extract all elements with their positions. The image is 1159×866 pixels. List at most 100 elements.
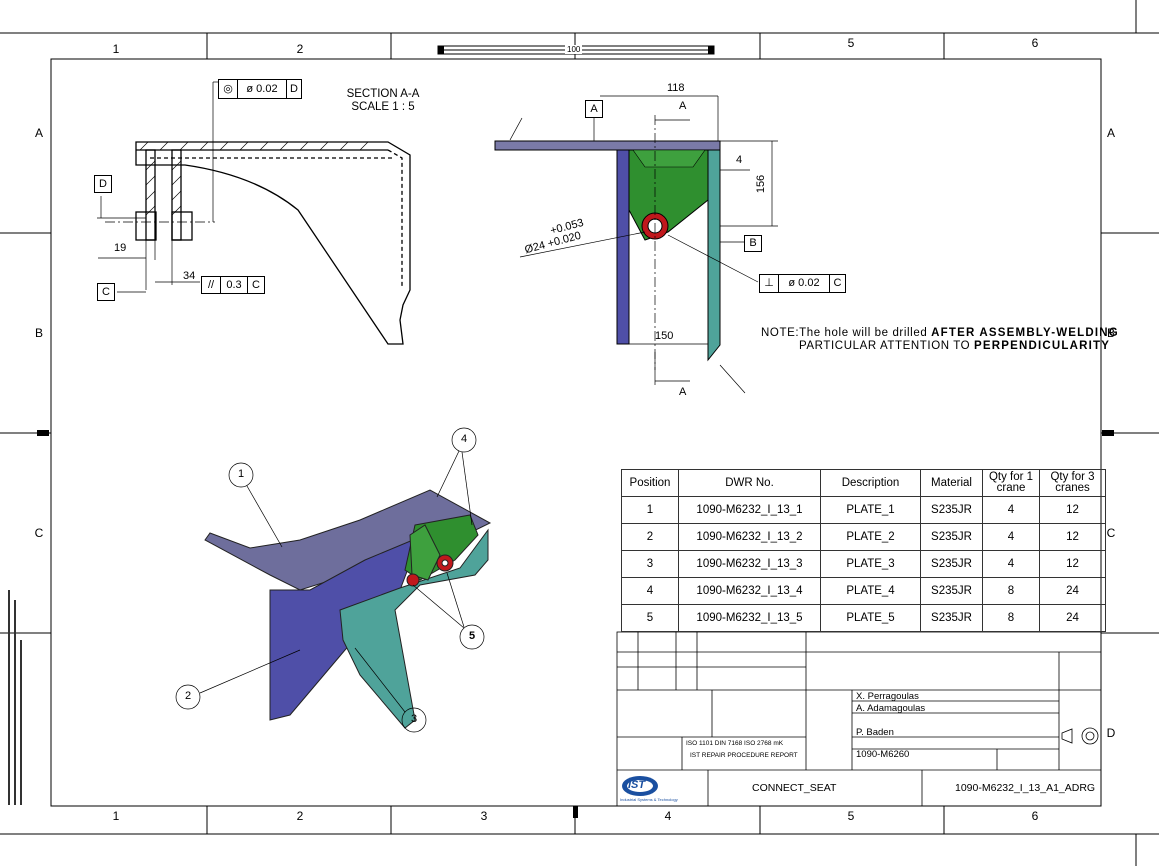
zone-bottom-3: 3 [480,809,488,823]
logo-shape [622,776,658,796]
isometric-view [204,489,492,729]
bom-header-qty1: Qty for 1 crane [982,469,1040,497]
perpendicularity-tolerance: ø 0.02 [779,275,830,292]
drawing-number: 1090-M6232_I_13_A1_ADRG [955,782,1096,794]
bom-header-qty3: Qty for 3 cranes [1039,469,1106,497]
bom-cell: 1090-M6232_I_13_4 [678,577,821,605]
datum-d-box: D [94,175,112,193]
bom-cell: 1090-M6232_I_13_5 [678,604,821,632]
zone-left-c: C [34,526,44,540]
bill-of-materials: Position DWR No. Description Material Qt… [621,469,1106,632]
zone-top-6: 6 [1031,36,1039,50]
section-hatching [139,141,369,216]
bom-cell: S235JR [920,523,983,551]
zone-left-b: B [34,326,43,340]
parallelism-frame: // 0.3 C [201,276,265,294]
dim-4: 4 [736,154,743,166]
bom-header-description: Description [820,469,921,497]
bom-cell: S235JR [920,604,983,632]
datum-c-box: C [97,283,115,301]
zone-bottom-2: 2 [296,809,304,823]
balloon-1: 1 [237,468,245,480]
checked-by: A. Adamagoulas [856,703,926,714]
section-scale: SCALE 1 : 5 [351,101,415,113]
front-view-dimension-lines [509,95,778,394]
bom-cell: 2 [621,523,679,551]
zone-bottom-4: 4 [664,809,672,823]
note-line-1-text: NOTE:The hole will be drilled [761,327,932,339]
bom-cell: PLATE_3 [820,550,921,578]
balloon-4: 4 [460,433,468,445]
note-line-1: NOTE:The hole will be drilled AFTER ASSE… [761,327,1119,339]
concentricity-tolerance: ø 0.02 [238,80,287,98]
note-line-2-emphasis: PERPENDICULARITY [974,340,1111,352]
balloon-5: 5 [468,630,476,642]
bom-cell: S235JR [920,496,983,524]
scale-bar-label: 100 [565,45,583,54]
bom-cell: 12 [1039,550,1106,578]
zone-top-2: 2 [296,42,304,56]
bom-cell: 1090-M6232_I_13_1 [678,496,821,524]
bom-cell: 24 [1039,604,1106,632]
bom-cell: 8 [982,577,1040,605]
concentricity-symbol: ◎ [219,80,238,98]
parallelism-tolerance: 0.3 [221,277,248,293]
dim-19: 19 [114,242,127,254]
company-logo-subtitle: Industrial Systems & Technology [620,797,678,802]
approved-by: P. Baden [856,727,894,738]
zone-right-c: C [1106,526,1116,540]
bom-cell: 24 [1039,577,1106,605]
bom-cell: S235JR [920,550,983,578]
bom-cell: 4 [982,496,1040,524]
zone-top-5: 5 [847,36,855,50]
datum-b-box: B [744,235,762,252]
concentricity-datum: D [290,83,298,95]
bom-header-position: Position [621,469,679,497]
zone-top-1: 1 [112,42,120,56]
bom-cell: PLATE_1 [820,496,921,524]
balloon-3: 3 [410,713,418,725]
iso-standard-label: ISO 1101 DIN 7168 ISO 2768 mK [686,740,784,747]
bom-cell: PLATE_4 [820,577,921,605]
bom-cell: 8 [982,604,1040,632]
concentricity-frame: ◎ ø 0.02 D [218,79,302,99]
zone-bottom-6: 6 [1031,809,1039,823]
balloon-2: 2 [184,690,192,702]
perpendicularity-datum: C [833,277,842,289]
note-line-1-emphasis: AFTER ASSEMBLY-WELDING [931,327,1119,339]
bom-cell: 5 [621,604,679,632]
title-block-grid [616,631,1102,807]
note-line-2: PARTICULAR ATTENTION TO PERPENDICULARITY [799,340,1110,352]
bom-cell: PLATE_2 [820,523,921,551]
bom-cell: 1090-M6232_I_13_2 [678,523,821,551]
dim-118: 118 [667,82,685,94]
perpendicularity-symbol: ⊥ [760,275,779,292]
bom-cell: 4 [982,523,1040,551]
bom-cell: 4 [982,550,1040,578]
bom-cell: 4 [621,577,679,605]
table-row: 1 1090-M6232_I_13_1 PLATE_1 S235JR 4 12 [621,496,1106,524]
section-dimension-lines [97,81,218,293]
balloon-leaders [175,427,485,733]
project-number: 1090-M6260 [856,749,910,760]
bom-header-material: Material [920,469,983,497]
dim-34: 34 [183,270,196,282]
dim-156: 156 [755,174,768,194]
parallelism-datum: C [252,279,260,291]
bom-cell: PLATE_5 [820,604,921,632]
dim-150: 150 [655,330,674,342]
bom-header-row: Position DWR No. Description Material Qt… [621,469,1106,497]
zone-right-b: B [1106,326,1115,340]
zone-bottom-5: 5 [847,809,855,823]
bom-cell: 12 [1039,523,1106,551]
table-row: 3 1090-M6232_I_13_3 PLATE_3 S235JR 4 12 [621,550,1106,578]
parallelism-symbol: // [202,277,221,293]
center-mark-bottom [573,806,578,818]
drawing-title: CONNECT_SEAT [752,782,837,794]
perpendicularity-frame: ⊥ ø 0.02 C [759,274,846,293]
bom-cell: 1090-M6232_I_13_3 [678,550,821,578]
bom-cell: 3 [621,550,679,578]
company-logo: IST [628,779,646,791]
